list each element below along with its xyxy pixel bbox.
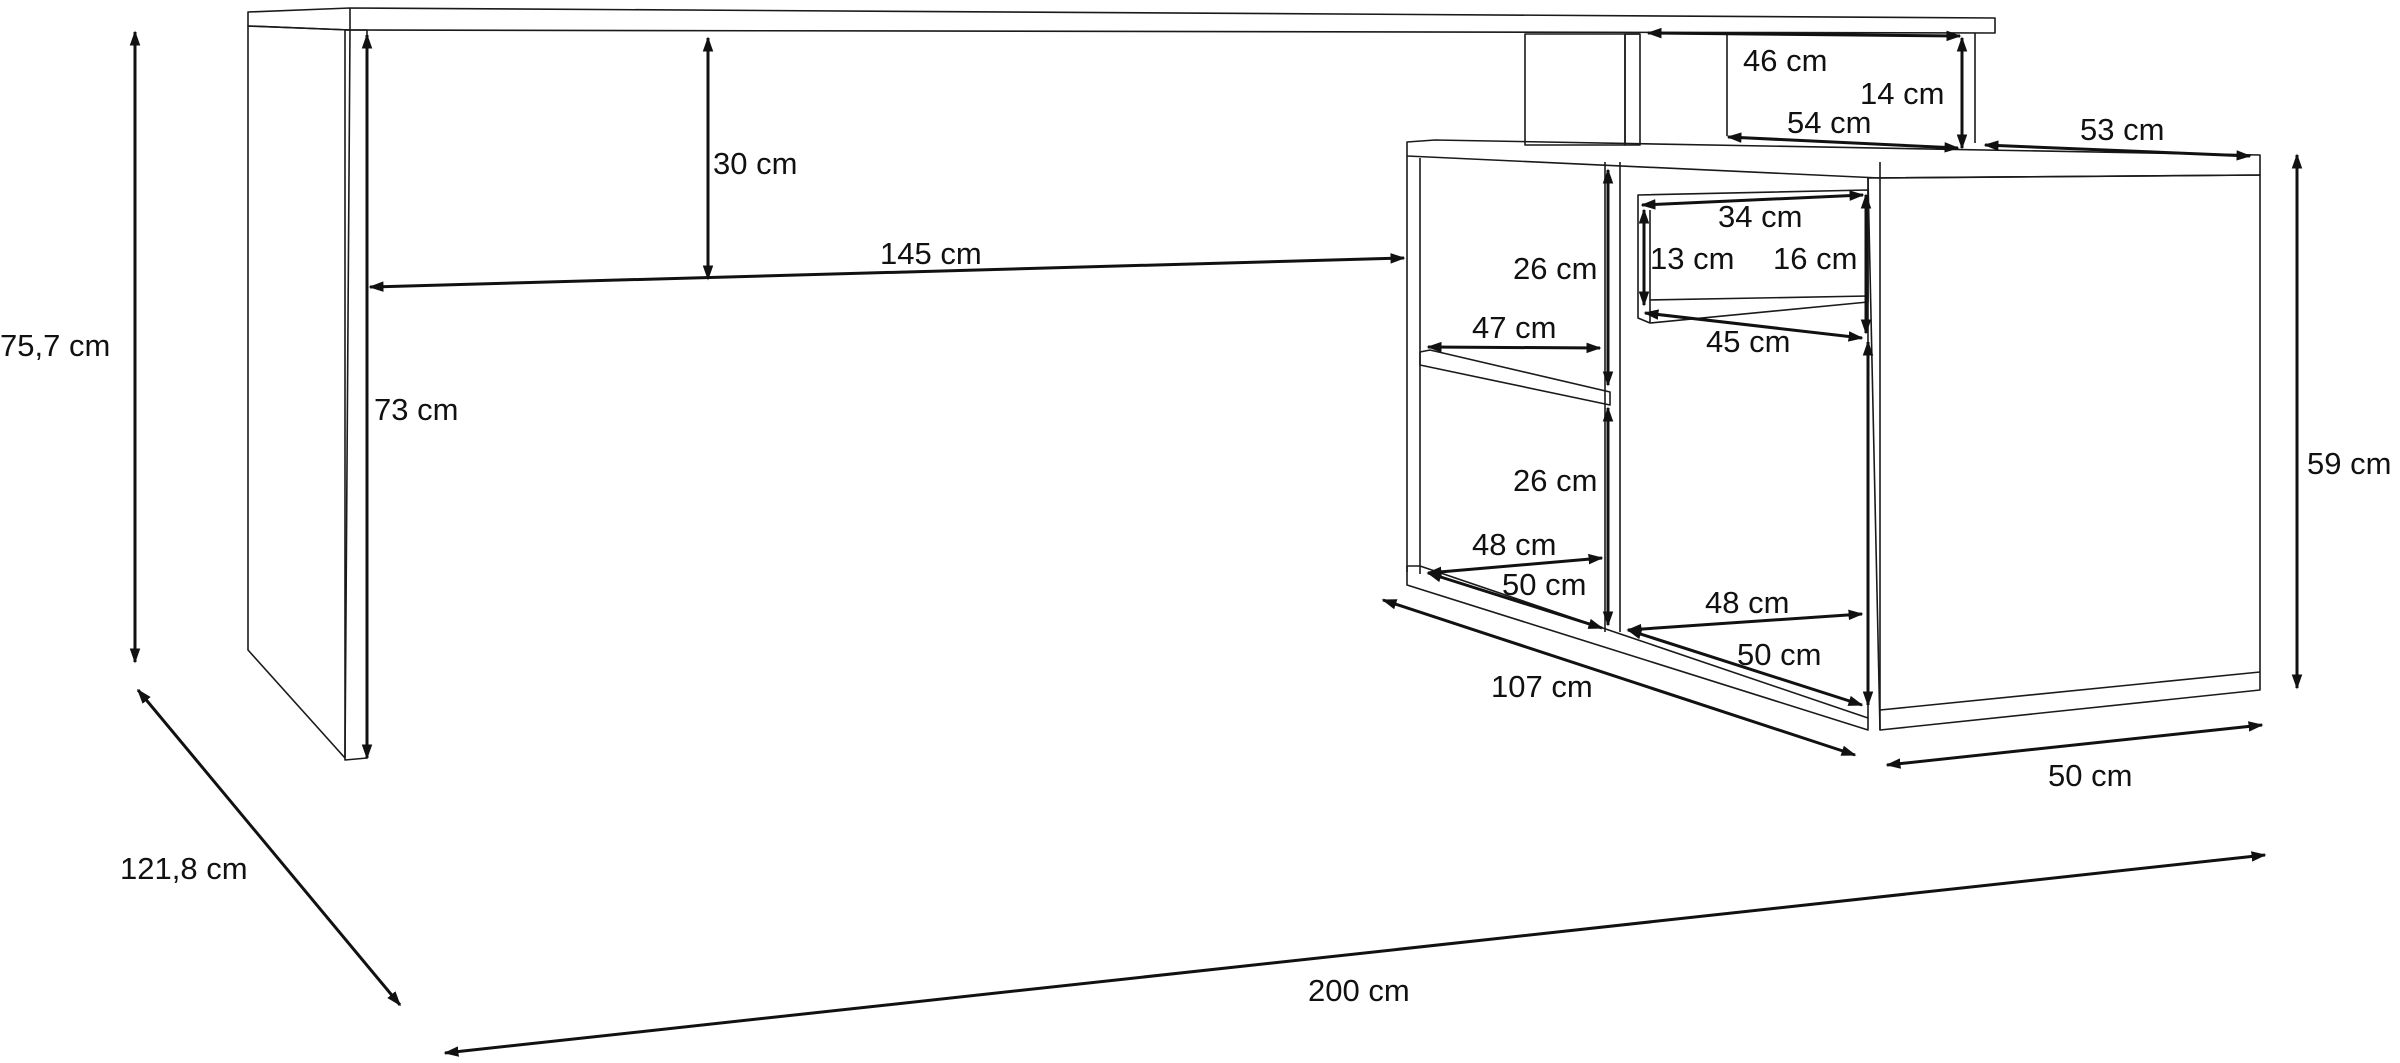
dim-line-145 <box>368 253 1406 292</box>
dim-line-46 <box>1646 27 1962 42</box>
dim-line-54 <box>1726 132 1960 153</box>
dim-line-53 <box>1983 140 2252 161</box>
shelf-support-block <box>1524 33 1626 146</box>
label-top-shelf-depth: 54 cm <box>1787 105 1871 140</box>
dim-line-45 <box>1643 309 1864 342</box>
dimension-lines <box>129 27 2303 1057</box>
label-shelf-width-45: 45 cm <box>1706 324 1790 359</box>
label-cabinet-height: 59 cm <box>2307 446 2391 481</box>
label-small-shelf-height: 13 cm <box>1650 241 1734 276</box>
dim-line-107 <box>1381 598 1857 757</box>
label-total-width: 200 cm <box>1308 973 1410 1008</box>
label-cabinet-length: 107 cm <box>1491 669 1593 704</box>
label-compartment-upper-height: 26 cm <box>1513 251 1597 286</box>
desk-top <box>247 7 1996 34</box>
dim-line-34 <box>1640 190 1865 210</box>
label-desk-span: 145 cm <box>880 236 982 271</box>
label-cabinet-depth-top: 53 cm <box>2080 112 2164 147</box>
left-leg-panel <box>247 25 351 759</box>
dimension-labels: 75,7 cm 121,8 cm 200 cm 73 cm 30 cm 145 … <box>0 43 2391 1008</box>
dim-line-200 <box>443 851 2267 1057</box>
label-small-shelf-width: 34 cm <box>1718 199 1802 234</box>
label-top-shelf-height: 14 cm <box>1860 76 1944 111</box>
label-drawer-space-height: 16 cm <box>1773 241 1857 276</box>
label-shelf-width-47: 47 cm <box>1472 310 1556 345</box>
label-shelf-width-48-left: 48 cm <box>1472 527 1556 562</box>
label-shelf-depth-50-right: 50 cm <box>1737 637 1821 672</box>
dim-line-50-side <box>1885 721 2264 769</box>
dim-line-121-8 <box>136 688 402 1007</box>
label-shelf-depth-50-left: 50 cm <box>1502 567 1586 602</box>
desk-outline <box>247 7 2261 761</box>
label-desk-depth: 121,8 cm <box>120 851 248 886</box>
label-top-shelf-width: 46 cm <box>1743 43 1827 78</box>
label-gap-height: 30 cm <box>713 146 797 181</box>
label-shelf-width-48-right: 48 cm <box>1705 585 1789 620</box>
dim-line-47 <box>1426 341 1602 354</box>
cabinet-shelf-left <box>1419 349 1611 406</box>
label-leg-height: 73 cm <box>374 392 458 427</box>
label-desk-height: 75,7 cm <box>0 328 110 363</box>
label-cabinet-side-depth: 50 cm <box>2048 758 2132 793</box>
dim-line-48-left <box>1426 553 1604 578</box>
label-compartment-lower-height: 26 cm <box>1513 463 1597 498</box>
cabinet-side-panel <box>1867 174 2261 731</box>
